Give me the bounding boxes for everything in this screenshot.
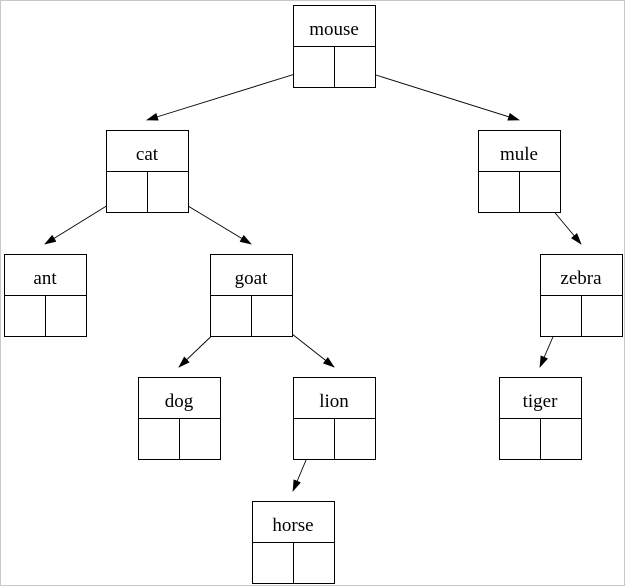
tree-node-lion: lion [293,377,376,460]
tree-node-ant: ant [4,254,87,337]
node-label: lion [319,391,349,412]
node-label: zebra [560,268,602,289]
tree-node-mule: mule [478,130,561,213]
tree-node-dog: dog [138,377,221,460]
tree-node-horse: horse [252,501,335,584]
tree-node-goat: goat [210,254,293,337]
node-label: mule [500,144,538,165]
node-label: cat [136,144,159,165]
node-label: tiger [523,391,558,412]
tree-node-mouse: mouse [293,5,376,88]
node-label: goat [235,268,268,289]
tree-node-tiger: tiger [499,377,582,460]
nodes-layer: mouse cat mule ant goat zebra dog lion tiger hors… [4,5,623,584]
tree-node-cat: cat [106,130,189,213]
edge-mouse-to-cat [146,67,315,121]
edge-mouse-to-mule [353,67,520,121]
node-label: mouse [309,19,359,40]
node-label: dog [165,391,194,412]
node-label: ant [33,268,57,289]
tree-node-zebra: zebra [540,254,623,337]
node-label: horse [272,515,313,536]
